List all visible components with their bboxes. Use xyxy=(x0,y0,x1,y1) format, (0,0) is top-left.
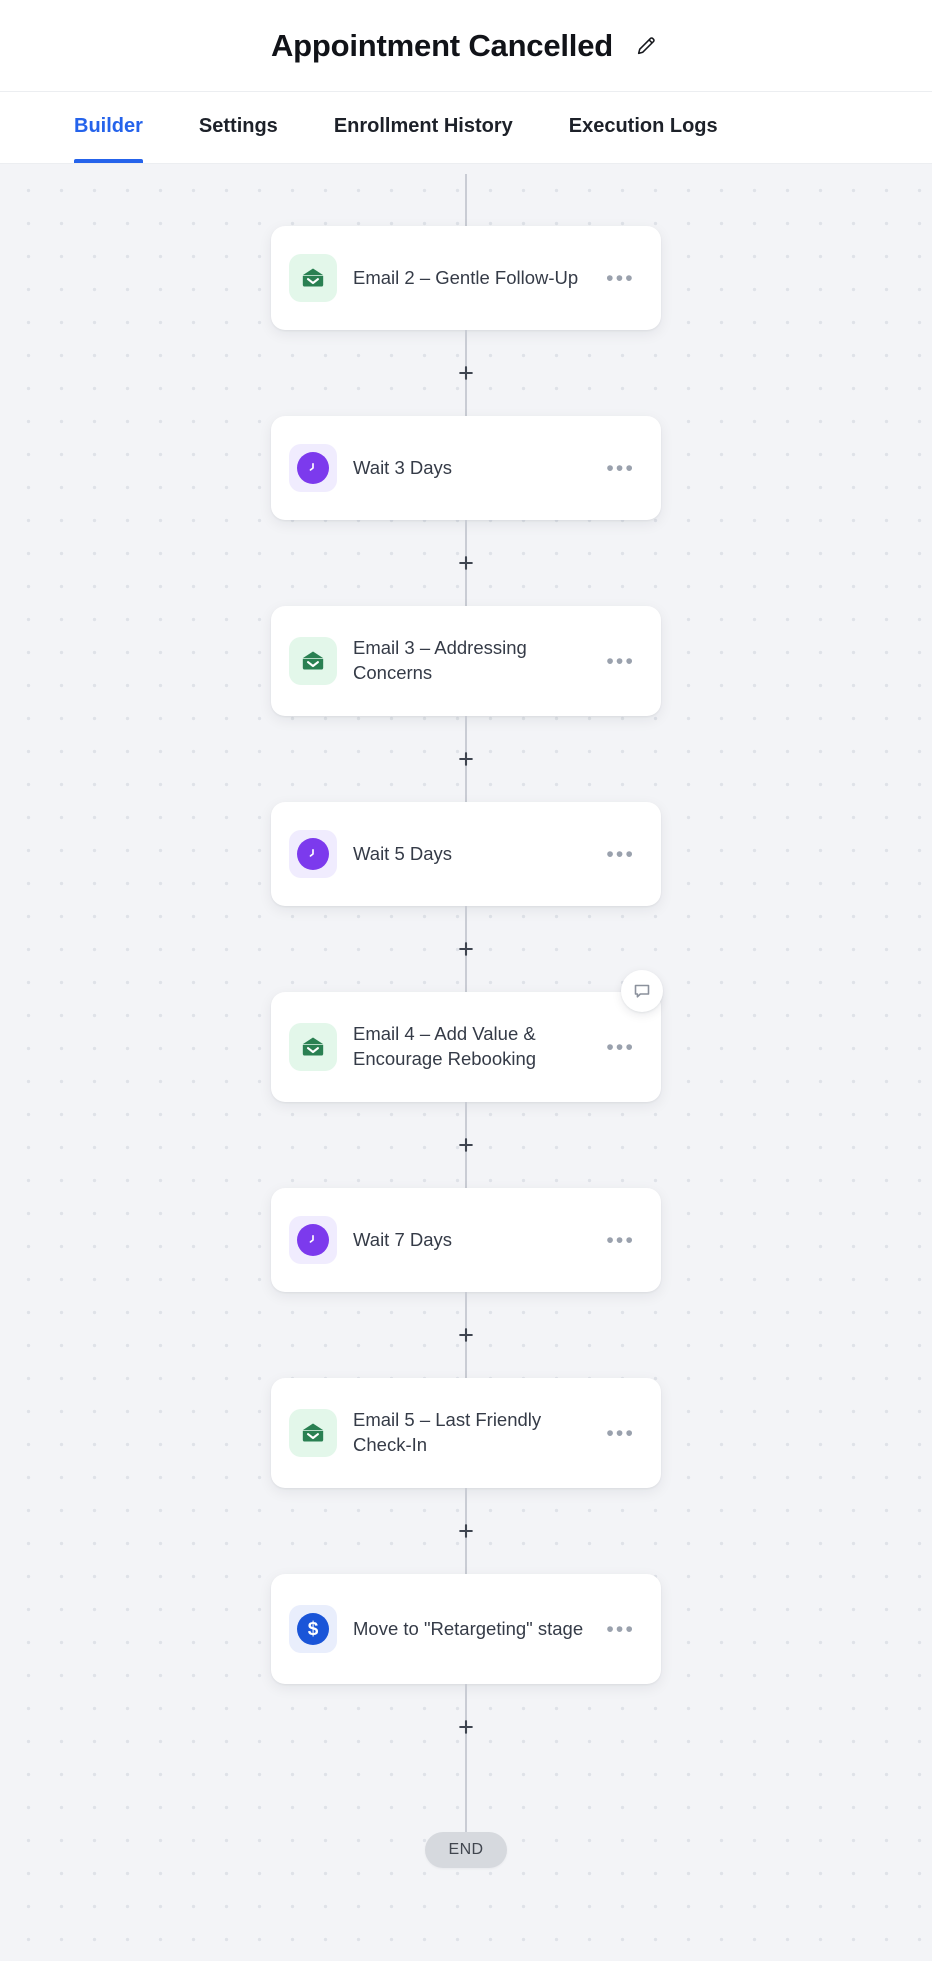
connector-5 xyxy=(459,1102,473,1188)
connector-7 xyxy=(459,1488,473,1574)
workflow-node-email-4[interactable]: Email 4 – Add Value & Encourage Rebookin… xyxy=(271,970,663,1102)
tab-execution-logs[interactable]: Execution Logs xyxy=(569,92,718,163)
page-title: Appointment Cancelled xyxy=(271,27,613,63)
connector-4 xyxy=(459,906,473,992)
node-label: Wait 3 Days xyxy=(353,456,453,478)
node-menu-button[interactable]: ••• xyxy=(606,1035,635,1059)
node-menu-button[interactable]: ••• xyxy=(606,1228,635,1252)
node-label: Email 4 – Add Value & Encourage Rebookin… xyxy=(353,1023,537,1069)
app-header: Appointment Cancelled xyxy=(0,0,932,92)
add-step-button[interactable] xyxy=(453,1322,479,1348)
dollar-icon: $ xyxy=(289,1605,337,1653)
node-label: Move to "Retargeting" stage xyxy=(353,1617,584,1639)
clock-icon xyxy=(289,830,337,878)
node-label: Email 3 – Addressing Concerns xyxy=(353,637,527,683)
add-step-button[interactable] xyxy=(453,936,479,962)
workflow-node-email-3[interactable]: Email 3 – Addressing Concerns ••• xyxy=(271,606,661,716)
workflow-node-wait-7-days[interactable]: Wait 7 Days ••• xyxy=(271,1188,661,1292)
workflow-node-wait-5-days[interactable]: Wait 5 Days ••• xyxy=(271,802,661,906)
end-badge: END xyxy=(424,1832,508,1868)
add-step-button[interactable] xyxy=(453,1132,479,1158)
envelope-icon xyxy=(289,637,337,685)
node-menu-button[interactable]: ••• xyxy=(606,456,635,480)
node-label: Wait 5 Days xyxy=(353,842,453,864)
envelope-icon xyxy=(289,1023,337,1071)
node-label: Email 2 – Gentle Follow-Up xyxy=(353,266,579,288)
tab-settings[interactable]: Settings xyxy=(199,92,278,163)
tabs-bar: Builder Settings Enrollment History Exec… xyxy=(0,92,932,164)
connector-incoming xyxy=(465,174,467,226)
connector-end xyxy=(465,1770,467,1832)
tab-enrollment-history[interactable]: Enrollment History xyxy=(334,92,513,163)
pencil-icon[interactable] xyxy=(631,31,661,61)
clock-icon xyxy=(289,1216,337,1264)
envelope-icon xyxy=(289,1409,337,1457)
workflow-canvas[interactable]: Email 2 – Gentle Follow-Up ••• Wait 3 Da… xyxy=(0,164,932,1961)
node-label: Wait 7 Days xyxy=(353,1228,453,1250)
node-menu-button[interactable]: ••• xyxy=(606,842,635,866)
comment-bubble-icon[interactable] xyxy=(621,970,663,1012)
tab-builder[interactable]: Builder xyxy=(74,92,143,163)
node-menu-button[interactable]: ••• xyxy=(606,266,635,290)
add-step-button[interactable] xyxy=(453,1714,479,1740)
workflow-flow: Email 2 – Gentle Follow-Up ••• Wait 3 Da… xyxy=(271,164,663,1868)
workflow-node-move-stage[interactable]: $ Move to "Retargeting" stage ••• xyxy=(271,1574,661,1684)
workflow-node-wait-3-days[interactable]: Wait 3 Days ••• xyxy=(271,416,661,520)
workflow-node-email-2[interactable]: Email 2 – Gentle Follow-Up ••• xyxy=(271,226,661,330)
add-step-button[interactable] xyxy=(453,746,479,772)
connector-3 xyxy=(459,716,473,802)
node-menu-button[interactable]: ••• xyxy=(606,1421,635,1445)
dollar-glyph: $ xyxy=(297,1613,329,1645)
add-step-button[interactable] xyxy=(453,1518,479,1544)
node-label: Email 5 – Last Friendly Check-In xyxy=(353,1409,542,1455)
workflow-node-email-5[interactable]: Email 5 – Last Friendly Check-In ••• xyxy=(271,1378,661,1488)
connector-8 xyxy=(459,1684,473,1770)
clock-icon xyxy=(289,444,337,492)
node-menu-button[interactable]: ••• xyxy=(606,1617,635,1641)
add-step-button[interactable] xyxy=(453,360,479,386)
connector-6 xyxy=(459,1292,473,1378)
node-menu-button[interactable]: ••• xyxy=(606,649,635,673)
add-step-button[interactable] xyxy=(453,550,479,576)
connector-2 xyxy=(459,520,473,606)
envelope-icon xyxy=(289,254,337,302)
connector-1 xyxy=(459,330,473,416)
